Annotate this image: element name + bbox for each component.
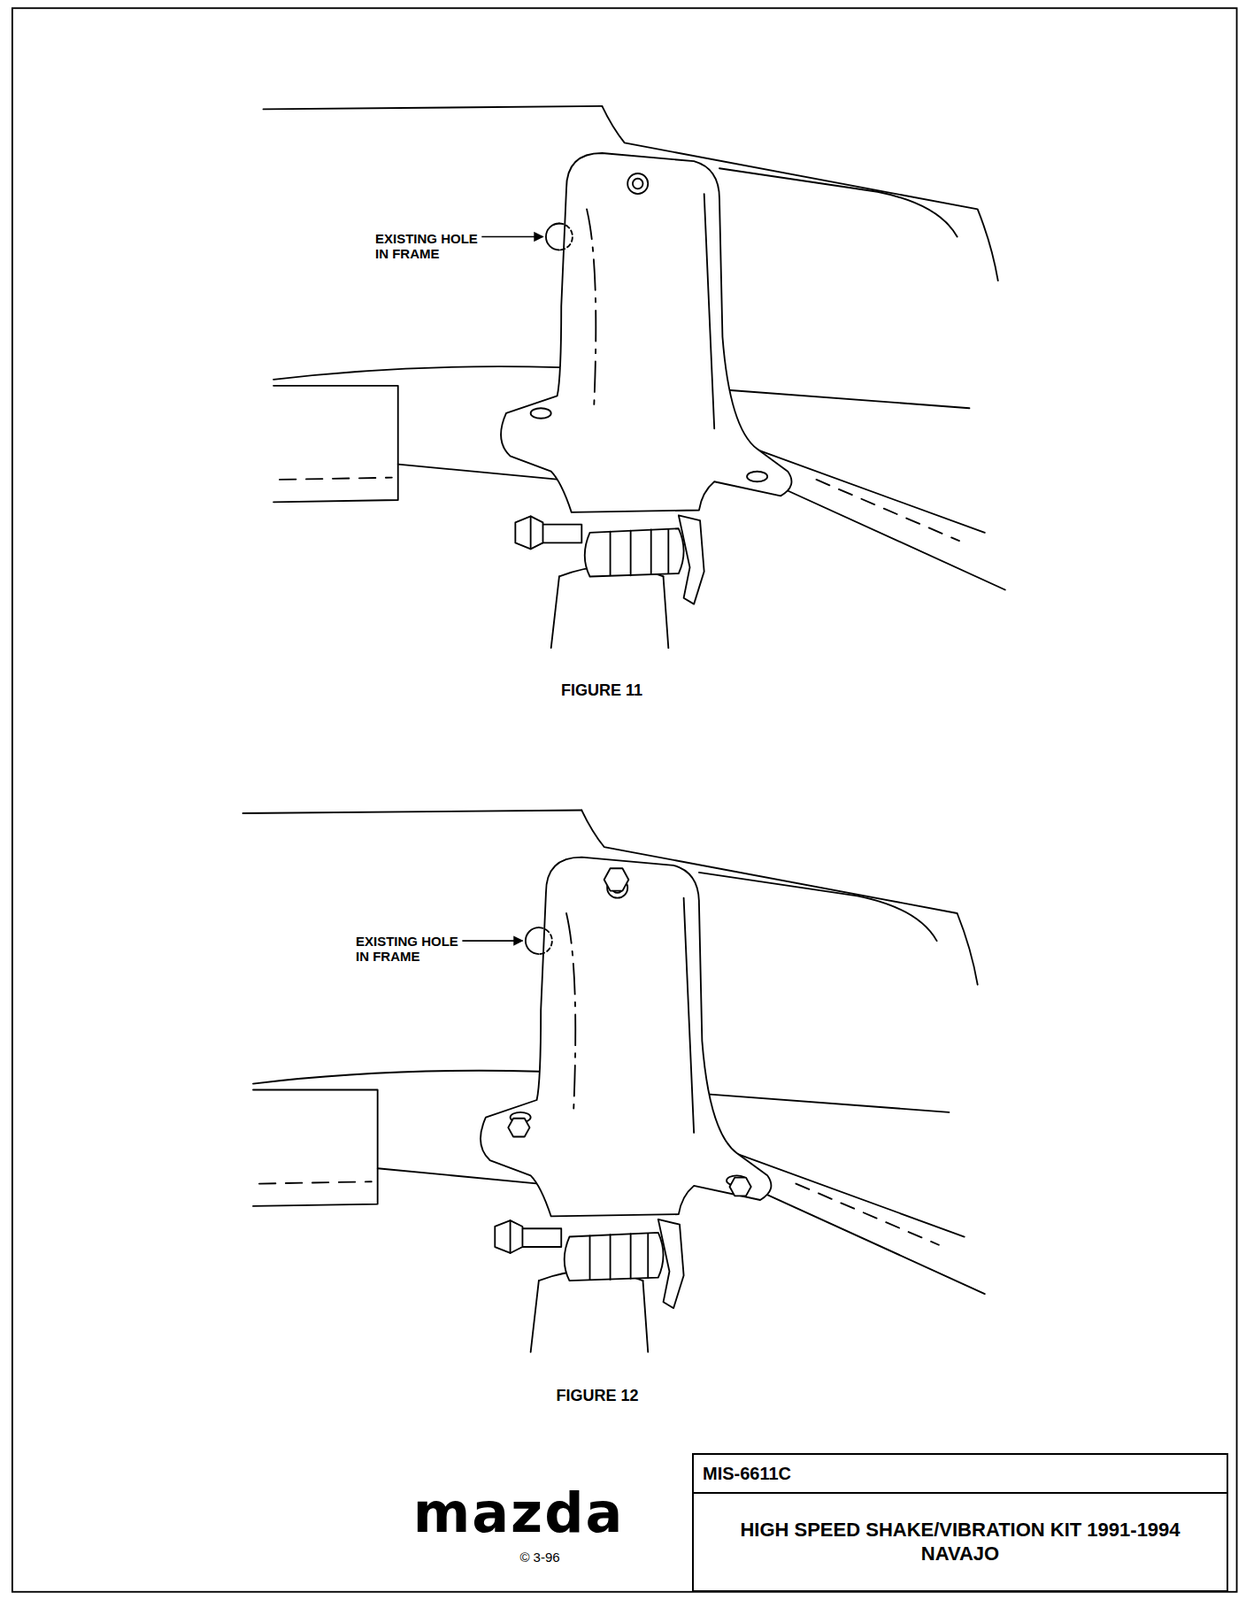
title-block-cell: MIS-6611C	[692, 1453, 1229, 1494]
brand-logo: mazda	[413, 1483, 625, 1544]
callout-label: EXISTING HOLE IN FRAME	[355, 934, 467, 964]
callout-label: EXISTING HOLE IN FRAME	[375, 231, 486, 262]
title-text: HIGH SPEED SHAKE/VIBRATION KIT 1991-1994…	[712, 1518, 1208, 1566]
figure-caption: FIGURE 12	[555, 1387, 639, 1406]
copyright-note: © 3-96	[519, 1550, 560, 1566]
figure-caption: FIGURE 11	[561, 682, 643, 700]
title-text: MIS-6611C	[702, 1462, 792, 1485]
title-block-cell: HIGH SPEED SHAKE/VIBRATION KIT 1991-1994…	[692, 1492, 1229, 1593]
